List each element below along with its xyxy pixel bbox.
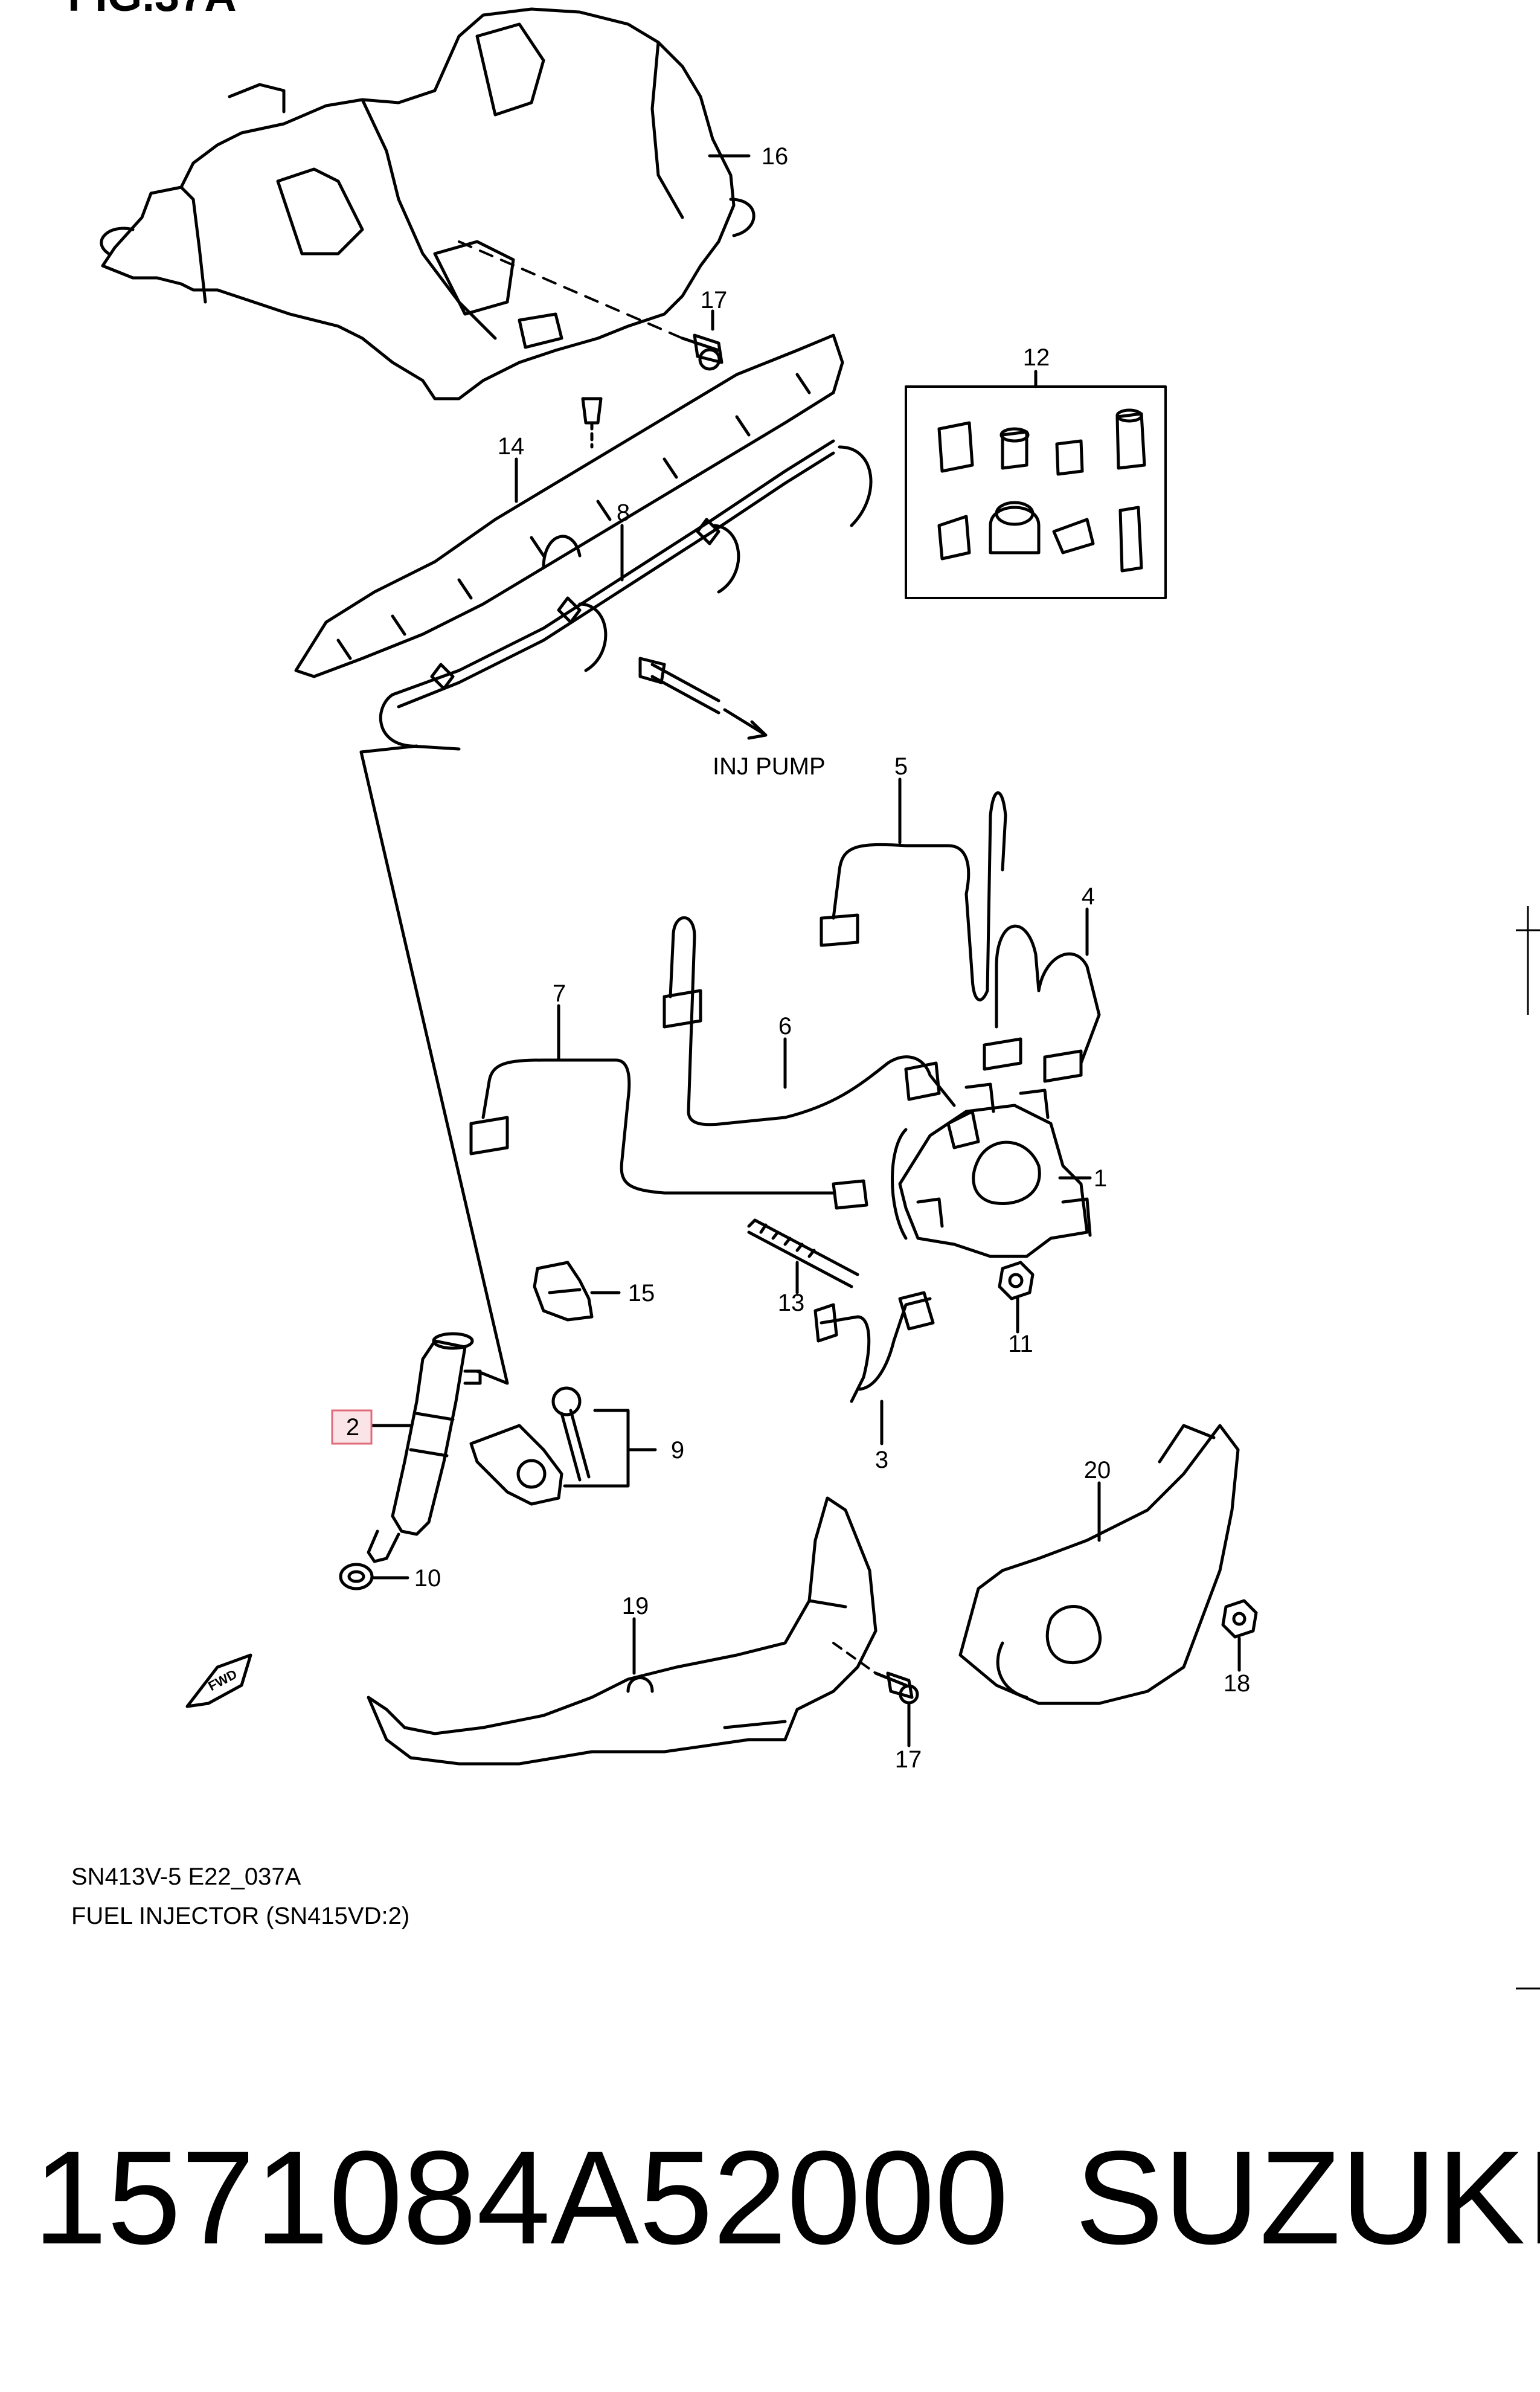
callout-17b: 17 — [895, 1746, 922, 1773]
callout-8: 8 — [617, 500, 630, 526]
bracket-right-part — [958, 1424, 1240, 1705]
callout-17a: 17 — [701, 287, 728, 313]
bolt-top-part — [681, 333, 723, 371]
callout-12: 12 — [1023, 344, 1050, 371]
bolt-bottom-part — [874, 1671, 919, 1705]
callout-14: 14 — [498, 433, 525, 460]
callout-10: 10 — [414, 1565, 441, 1592]
figure-caption: FUEL INJECTOR (SN415VD:2) — [71, 1903, 410, 1929]
callout-9: 9 — [671, 1437, 684, 1464]
inj-pump-label: INJ PUMP — [713, 753, 826, 780]
engine-cover-part — [100, 7, 756, 400]
fwd-arrow-icon — [185, 1653, 252, 1708]
inj-pump-arrow — [723, 708, 768, 740]
callout-19: 19 — [622, 1593, 649, 1619]
product-band — [0, 1993, 1540, 2392]
figure-source-code: SN413V-5 E22_037A — [71, 1863, 301, 1890]
figure-title: FIG.37A — [68, 0, 237, 21]
leader-9 — [563, 1409, 657, 1488]
injection-pipe-5-part — [820, 791, 1007, 1001]
stud-part — [747, 1218, 859, 1288]
injector-cover-part — [294, 333, 844, 678]
callout-6: 6 — [778, 1013, 792, 1040]
connect-line-top — [359, 744, 419, 754]
highlight-box — [331, 1409, 373, 1445]
brand-name: SUZUKI — [1075, 2123, 1540, 2272]
dashed-line-17b — [832, 1642, 877, 1674]
parts-diagram: FIG.37A — [68, 0, 1540, 1990]
bracket-bottom-part — [367, 1496, 877, 1766]
callout-3: 3 — [875, 1447, 888, 1473]
injection-pipe-6-part — [663, 916, 956, 1127]
nut-right-part — [1221, 1599, 1258, 1639]
leakoff-hose-part — [379, 439, 873, 751]
common-rail-part — [891, 1082, 1092, 1258]
callout-18: 18 — [1224, 1670, 1251, 1697]
callout-2: 2 — [346, 1414, 359, 1441]
clamp-part — [533, 1261, 594, 1322]
part-number: 1571084A52000 — [33, 2123, 1009, 2272]
callout-13: 13 — [778, 1290, 805, 1316]
injector-clamp-part — [469, 1386, 591, 1506]
callout-7: 7 — [553, 980, 566, 1007]
clip-part — [581, 397, 603, 449]
injection-pipe-7-part — [469, 1058, 868, 1210]
callout-20: 20 — [1084, 1457, 1111, 1484]
nut-part — [998, 1261, 1035, 1300]
dashed-line-17a — [458, 240, 684, 339]
callout-16: 16 — [762, 143, 789, 170]
connect-line-left — [359, 750, 509, 1385]
callout-11: 11 — [1008, 1331, 1033, 1357]
fuel-injector-part — [367, 1332, 482, 1563]
callout-15: 15 — [628, 1280, 655, 1307]
callout-5: 5 — [894, 753, 908, 780]
injection-pipe-4-part — [983, 924, 1101, 1083]
callout-1: 1 — [1094, 1165, 1107, 1192]
callout-4: 4 — [1082, 883, 1095, 910]
injection-pipe-3-part — [813, 1291, 935, 1403]
